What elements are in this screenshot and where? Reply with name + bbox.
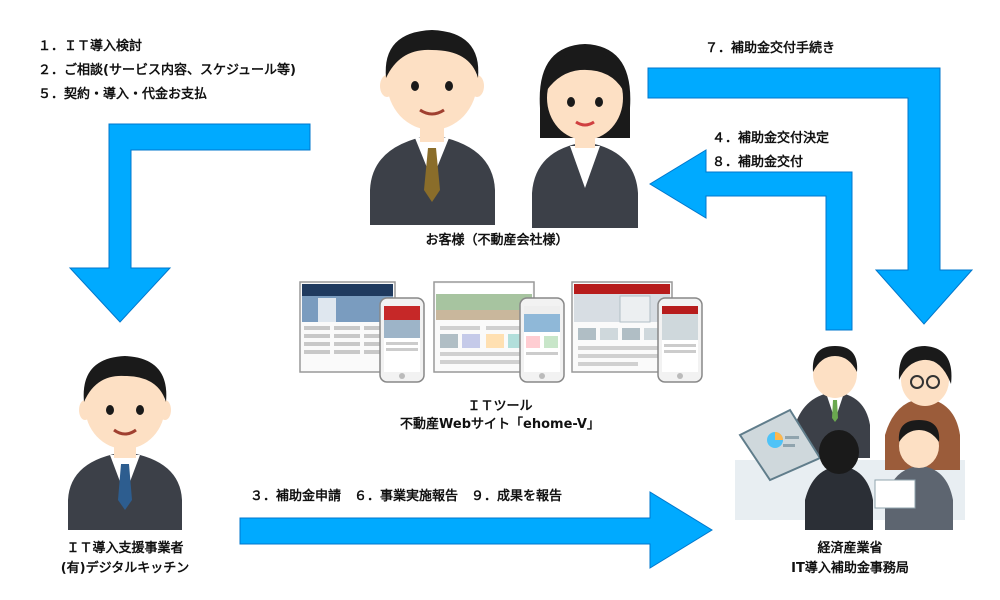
step-vendor-reports: ３．補助金申請 ６．事業実施報告 ９．成果を報告	[250, 489, 563, 504]
businesswoman-icon	[532, 44, 638, 228]
tool-label-name: 不動産Webサイト「ehome-V」	[400, 417, 600, 432]
office-label-ministry: 経済産業省	[817, 541, 883, 556]
vendor-businessman-icon	[68, 356, 182, 530]
customer-label: お客様（不動産会社様）	[425, 233, 569, 248]
customer-step-1: １．ＩＴ導入検討	[38, 39, 143, 54]
meeting-icon	[735, 346, 965, 530]
vendor-label-title: ＩＴ導入支援事業者	[66, 541, 184, 556]
arrow-customer-to-office	[647, 67, 974, 325]
step-grant-procedure: ７．補助金交付手続き	[705, 41, 836, 56]
smartphone-icon	[519, 297, 565, 383]
arrow-office-to-customer	[649, 149, 853, 331]
arrow-vendor-to-office	[239, 491, 713, 569]
businessman-icon	[370, 30, 495, 225]
tool-screenshot-2	[433, 281, 565, 383]
tool-screenshot-1	[299, 281, 425, 383]
step-grant-decision: ４．補助金交付決定	[712, 131, 830, 146]
customer-step-5: ５．契約・導入・代金お支払	[38, 87, 208, 102]
tool-screenshot-3	[571, 281, 703, 383]
laptop-icon	[738, 408, 822, 482]
step-grant-payment: ８．補助金交付	[712, 155, 804, 170]
customer-step-2: ２．ご相談(サービス内容、スケジュール等)	[38, 63, 296, 78]
tool-label-title: ＩＴツール	[467, 399, 533, 414]
office-label-secretariat: IT導入補助金事務局	[791, 561, 909, 576]
smartphone-icon	[379, 297, 425, 383]
vendor-label-name: (有)デジタルキッチン	[60, 561, 190, 576]
smartphone-icon	[657, 297, 703, 383]
arrow-customer-to-vendor	[68, 123, 311, 323]
